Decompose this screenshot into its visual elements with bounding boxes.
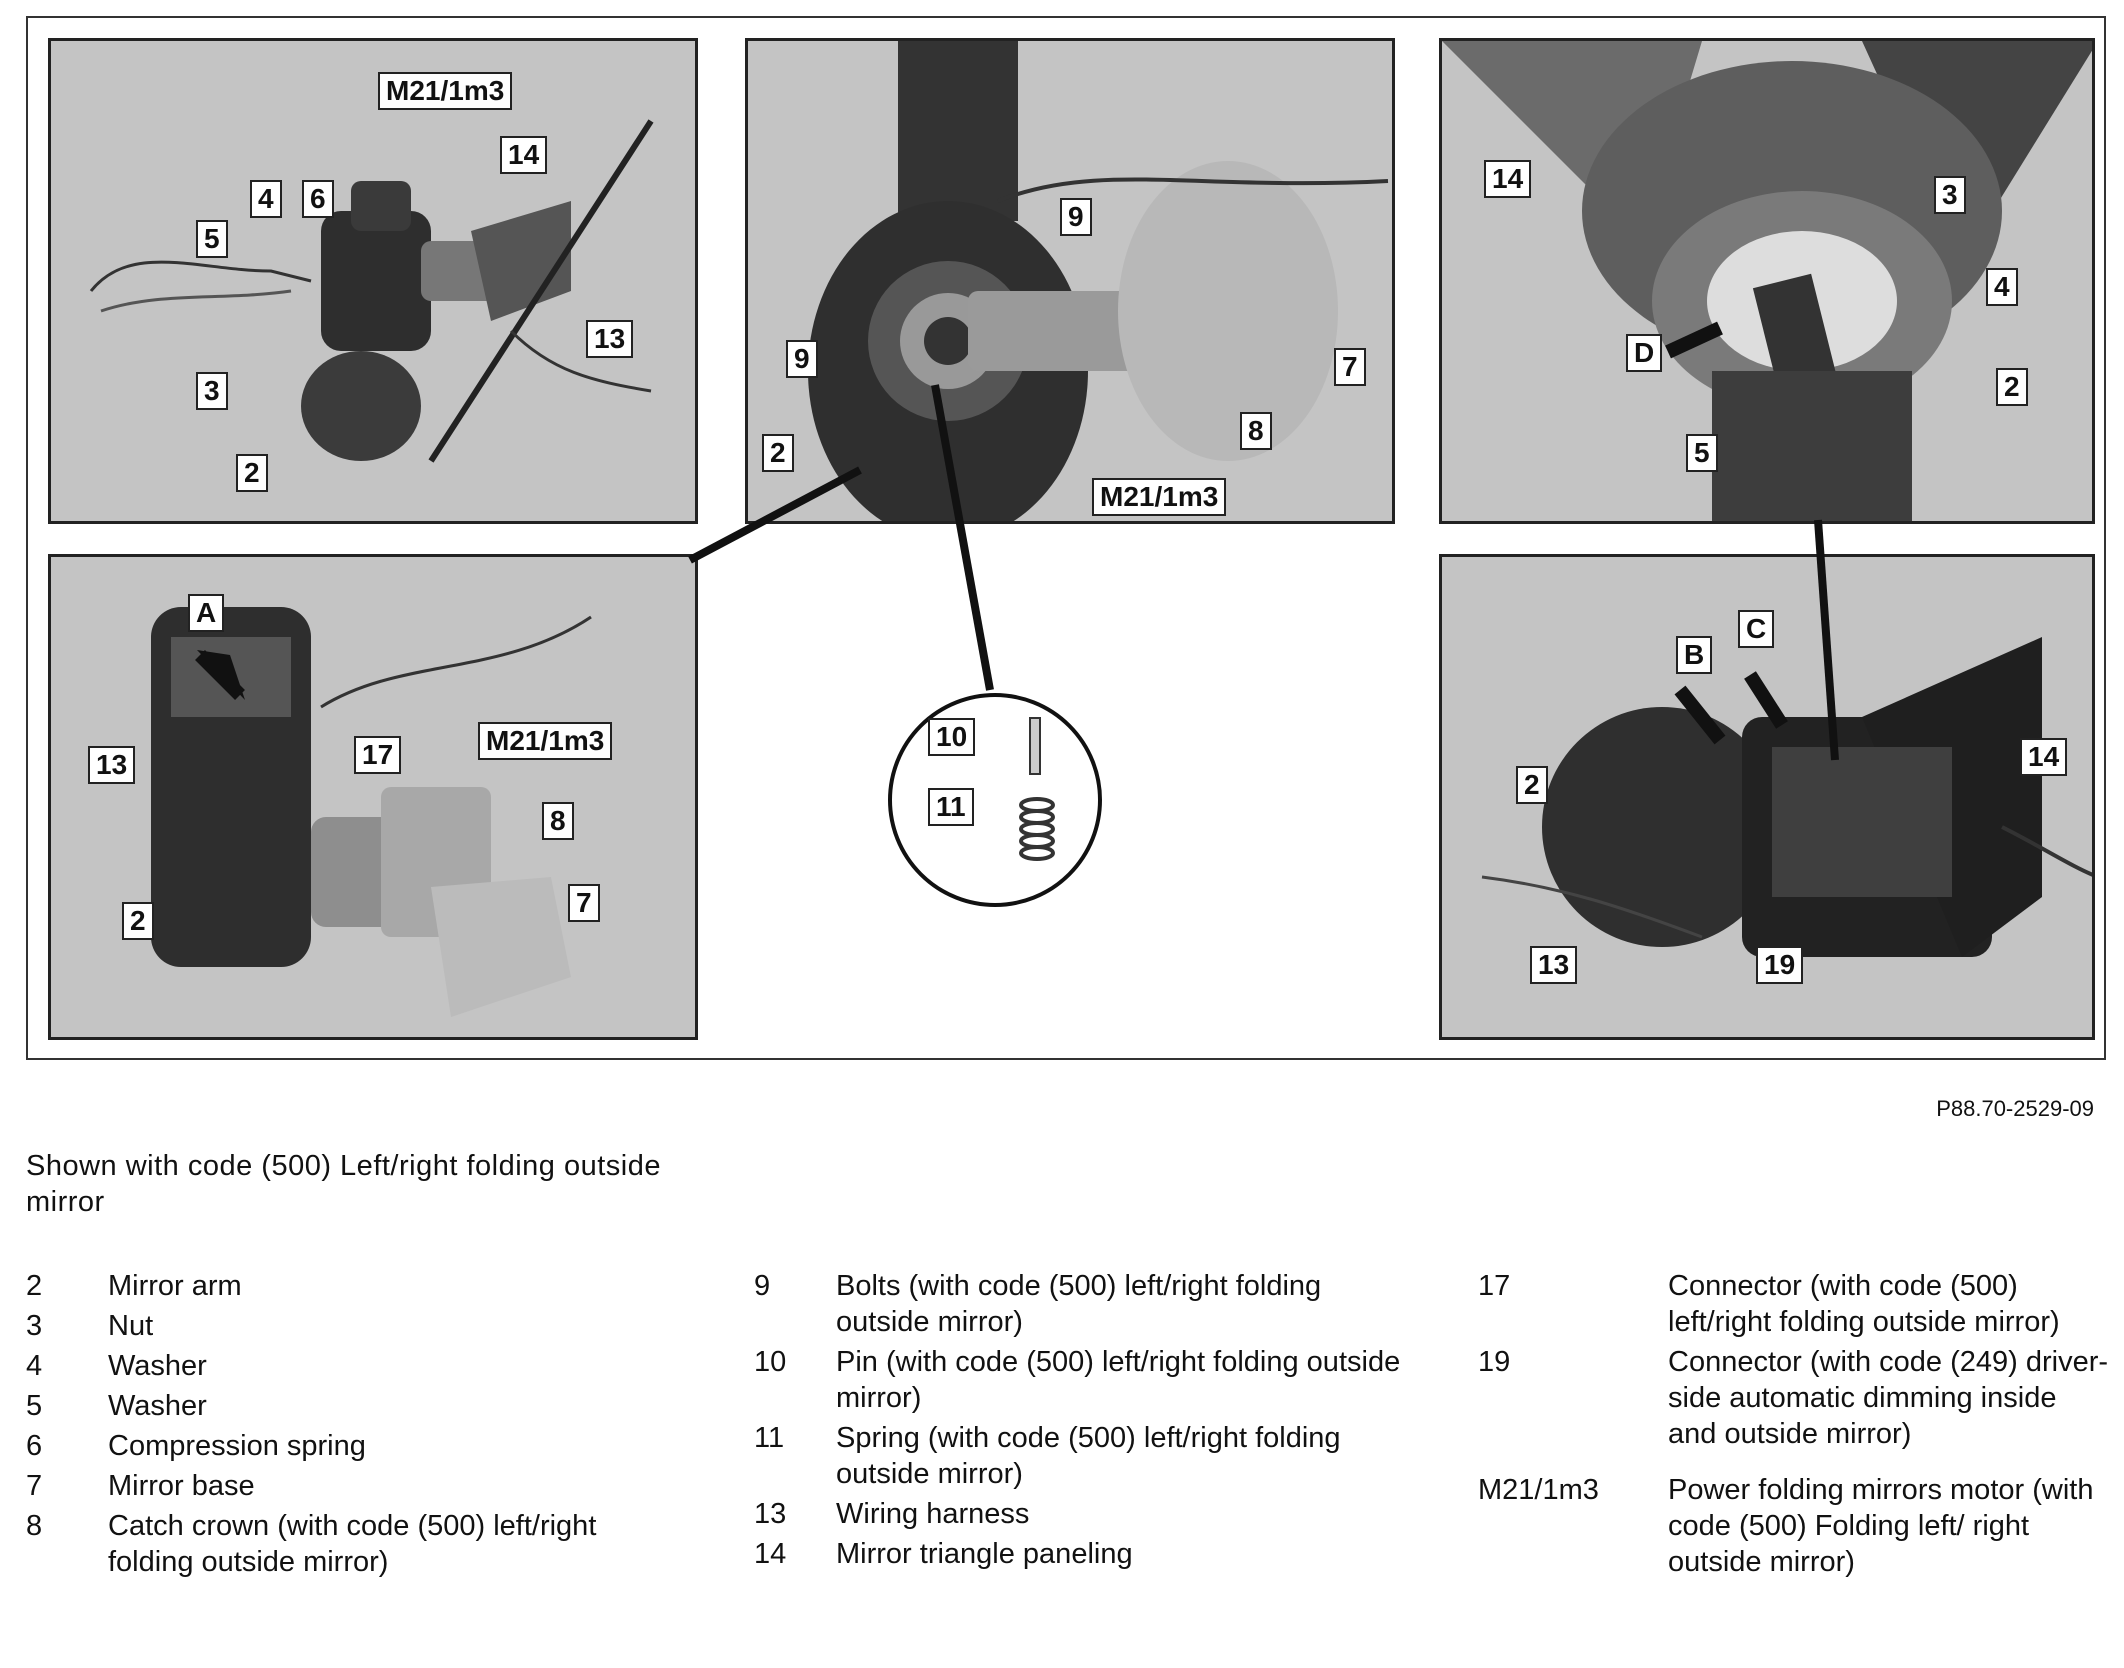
legend-text: Wiring harness [836, 1498, 1030, 1530]
callout-9-upper: 9 [1060, 198, 1092, 236]
legend-number: 9 [754, 1270, 771, 1302]
legend-text: Power folding mirrors motor (with code (… [1668, 1474, 2094, 1578]
legend-text: Connector (with code (500) left/right fo… [1668, 1270, 2060, 1338]
photo-panel-top-middle [745, 38, 1395, 524]
callout-4: 4 [250, 180, 282, 218]
callout-2: 2 [1996, 368, 2028, 406]
legend-item: 10 Pin (with code (500) left/right foldin… [754, 1344, 1404, 1416]
callout-a: A [188, 594, 225, 632]
callout-2: 2 [1516, 766, 1548, 804]
legend-text: Catch crown (with code (500) left/right … [108, 1510, 597, 1578]
legend-number: 7 [26, 1470, 43, 1502]
legend-text: Pin (with code (500) left/right folding … [836, 1346, 1401, 1414]
callout-7: 7 [568, 884, 600, 922]
legend-text: Connector (with code (249) driver-side a… [1668, 1346, 2109, 1450]
legend-column-2: 9 Bolts (with code (500) left/right foldi… [754, 1268, 1404, 1576]
legend-column-3: 17 Connector (with code (500) left/right … [1478, 1268, 2108, 1584]
callout-3: 3 [196, 372, 228, 410]
callout-6: 6 [302, 180, 334, 218]
legend-item: 6 Compression spring [26, 1428, 666, 1464]
legend-item: 17 Connector (with code (500) left/right … [1478, 1268, 2108, 1340]
legend-text: Mirror arm [108, 1270, 242, 1302]
photo-panel-bottom-left [48, 554, 698, 1040]
callout-m21-1m3: M21/1m3 [1092, 478, 1227, 516]
legend-item: 11 Spring (with code (500) left/right fol… [754, 1420, 1404, 1492]
legend-number: 14 [754, 1538, 787, 1570]
legend-item: 9 Bolts (with code (500) left/right foldi… [754, 1268, 1404, 1340]
callout-d: D [1626, 334, 1663, 372]
legend-text: Mirror triangle paneling [836, 1538, 1133, 1570]
callout-c: C [1738, 610, 1775, 648]
legend-number: 4 [26, 1350, 43, 1382]
mirror-base-nut-illustration [1442, 41, 2092, 521]
callout-2: 2 [122, 902, 154, 940]
callout-11: 11 [928, 788, 974, 826]
legend-item: 2 Mirror arm [26, 1268, 666, 1304]
mirror-motor-assembly-illustration [151, 607, 592, 1017]
legend-text: Spring (with code (500) left/right foldi… [836, 1422, 1341, 1490]
legend-number: 2 [26, 1270, 43, 1302]
callout-17: 17 [354, 736, 402, 774]
legend-number: 6 [26, 1430, 43, 1462]
callout-7: 7 [1334, 348, 1366, 386]
legend-number: 13 [754, 1498, 787, 1530]
legend-number: 10 [754, 1346, 787, 1378]
callout-3: 3 [1934, 176, 1966, 214]
callout-m21-1m3: M21/1m3 [478, 722, 613, 760]
callout-8: 8 [542, 802, 574, 840]
legend-number: 5 [26, 1390, 43, 1422]
legend-text: Nut [108, 1310, 154, 1342]
callout-10: 10 [928, 718, 976, 756]
callout-14: 14 [500, 136, 548, 174]
legend-item: M21/1m3 Power folding mirrors motor (with… [1478, 1472, 2108, 1580]
callout-19: 19 [1756, 946, 1804, 984]
callout-5: 5 [1686, 434, 1718, 472]
callout-2: 2 [236, 454, 268, 492]
mirror-assembly-illustration [89, 119, 654, 463]
callout-8: 8 [1240, 412, 1272, 450]
callout-b: B [1676, 636, 1713, 674]
callout-2: 2 [762, 434, 794, 472]
callout-4: 4 [1986, 268, 2018, 306]
callout-13: 13 [586, 320, 634, 358]
callout-5: 5 [196, 220, 228, 258]
mirror-connectors-illustration [1481, 637, 2092, 957]
legend-item: 3 Nut [26, 1308, 666, 1344]
callout-14: 14 [2020, 738, 2068, 776]
legend-number: 8 [26, 1510, 43, 1542]
legend-number: 19 [1478, 1346, 1511, 1378]
legend-text: Compression spring [108, 1430, 366, 1462]
legend-item: 8 Catch crown (with code (500) left/right… [26, 1508, 666, 1580]
legend-item: 14 Mirror triangle paneling [754, 1536, 1404, 1572]
callout-13: 13 [1530, 946, 1578, 984]
legend-number: 3 [26, 1310, 43, 1342]
figure-code: P88.70-2529-09 [1936, 1096, 2094, 1121]
legend-text: Washer [108, 1390, 207, 1422]
callout-m21-1m3: M21/1m3 [378, 72, 513, 110]
callout-9-lower: 9 [786, 340, 818, 378]
legend-number: 17 [1478, 1270, 1511, 1302]
legend-item: 7 Mirror base [26, 1468, 666, 1504]
callout-14: 14 [1484, 160, 1532, 198]
legend-text: Mirror base [108, 1470, 255, 1502]
photo-panel-top-left [48, 38, 698, 524]
legend-text: Bolts (with code (500) left/right foldin… [836, 1270, 1322, 1338]
legend-number: 11 [754, 1422, 785, 1454]
figure-caption: Shown with code (500) Left/right folding… [26, 1150, 661, 1218]
legend-text: Washer [108, 1350, 207, 1382]
photo-panel-top-right [1439, 38, 2095, 524]
legend-item: 13 Wiring harness [754, 1496, 1404, 1532]
legend-item: 19 Connector (with code (249) driver-side… [1478, 1344, 2108, 1452]
callout-13: 13 [88, 746, 136, 784]
mirror-arm-bolts-illustration [808, 41, 1389, 521]
legend-number: M21/1m3 [1478, 1474, 1599, 1506]
legend-item: 5 Washer [26, 1388, 666, 1424]
figure-frame [26, 16, 2106, 1060]
legend-item: 4 Washer [26, 1348, 666, 1384]
